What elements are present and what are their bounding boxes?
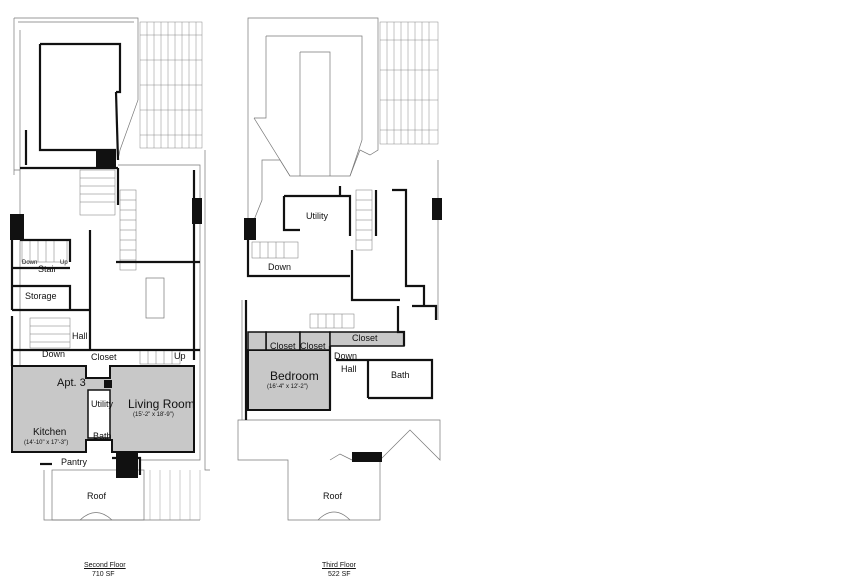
kitchen-label: Kitchen [33,427,67,438]
third-floor-caption: Third Floor [322,562,356,569]
closet-label-a: Closet [270,341,296,351]
utility-label-third: Utility [306,211,328,221]
hall-label-third: Hall [341,364,357,374]
closet-label: Closet [91,352,117,362]
second-floor-walls [10,42,200,475]
third-stair-treads [251,189,373,329]
bedroom-highlight [247,331,405,411]
third-roof-deck-hatch [379,21,439,145]
bedroom-label: Bedroom [270,369,319,383]
up-label: Up [174,351,186,361]
second-floor-area: 710 SF [92,571,115,578]
roof-label-second: Roof [87,491,107,501]
down-label-third: Down [268,262,292,272]
living-room-label: Living Room [128,397,195,411]
bedroom-dims: (16'-4" x 12'-2") [267,384,308,390]
kitchen-dims: (14'-10" x 17'-3") [24,440,69,446]
living-room-dims: (15'-2" x 18'-9") [133,412,174,418]
second-floor-solid-blocks [10,150,202,478]
roof-label-third: Roof [323,491,343,501]
hall-label: Hall [72,331,88,341]
closet-label-b: Closet [300,341,326,351]
storage-label: Storage [25,291,57,301]
bath-label: Bath [93,431,112,441]
down-hall-label: Down [334,351,358,361]
bath-label-third: Bath [391,370,410,380]
closet-label-c: Closet [352,333,378,343]
third-floor-plan [237,17,441,521]
third-floor-area: 522 SF [328,571,351,578]
lower-roof-hatch [149,470,201,520]
apartment-highlight [11,365,195,453]
roof-deck-hatch [139,21,203,149]
apt-label: Apt. 3 [57,377,86,389]
pantry-label: Pantry [61,457,88,467]
stair-label: Stair [38,264,57,274]
second-floor-caption: Second Floor [84,562,126,569]
third-floor-solid-blocks [244,198,442,462]
stair-down-label: Down [22,260,38,266]
third-floor-walls [244,186,438,420]
utility-label: Utility [91,399,113,409]
down-label: Down [42,349,66,359]
stair-up-label: Up [60,260,68,266]
